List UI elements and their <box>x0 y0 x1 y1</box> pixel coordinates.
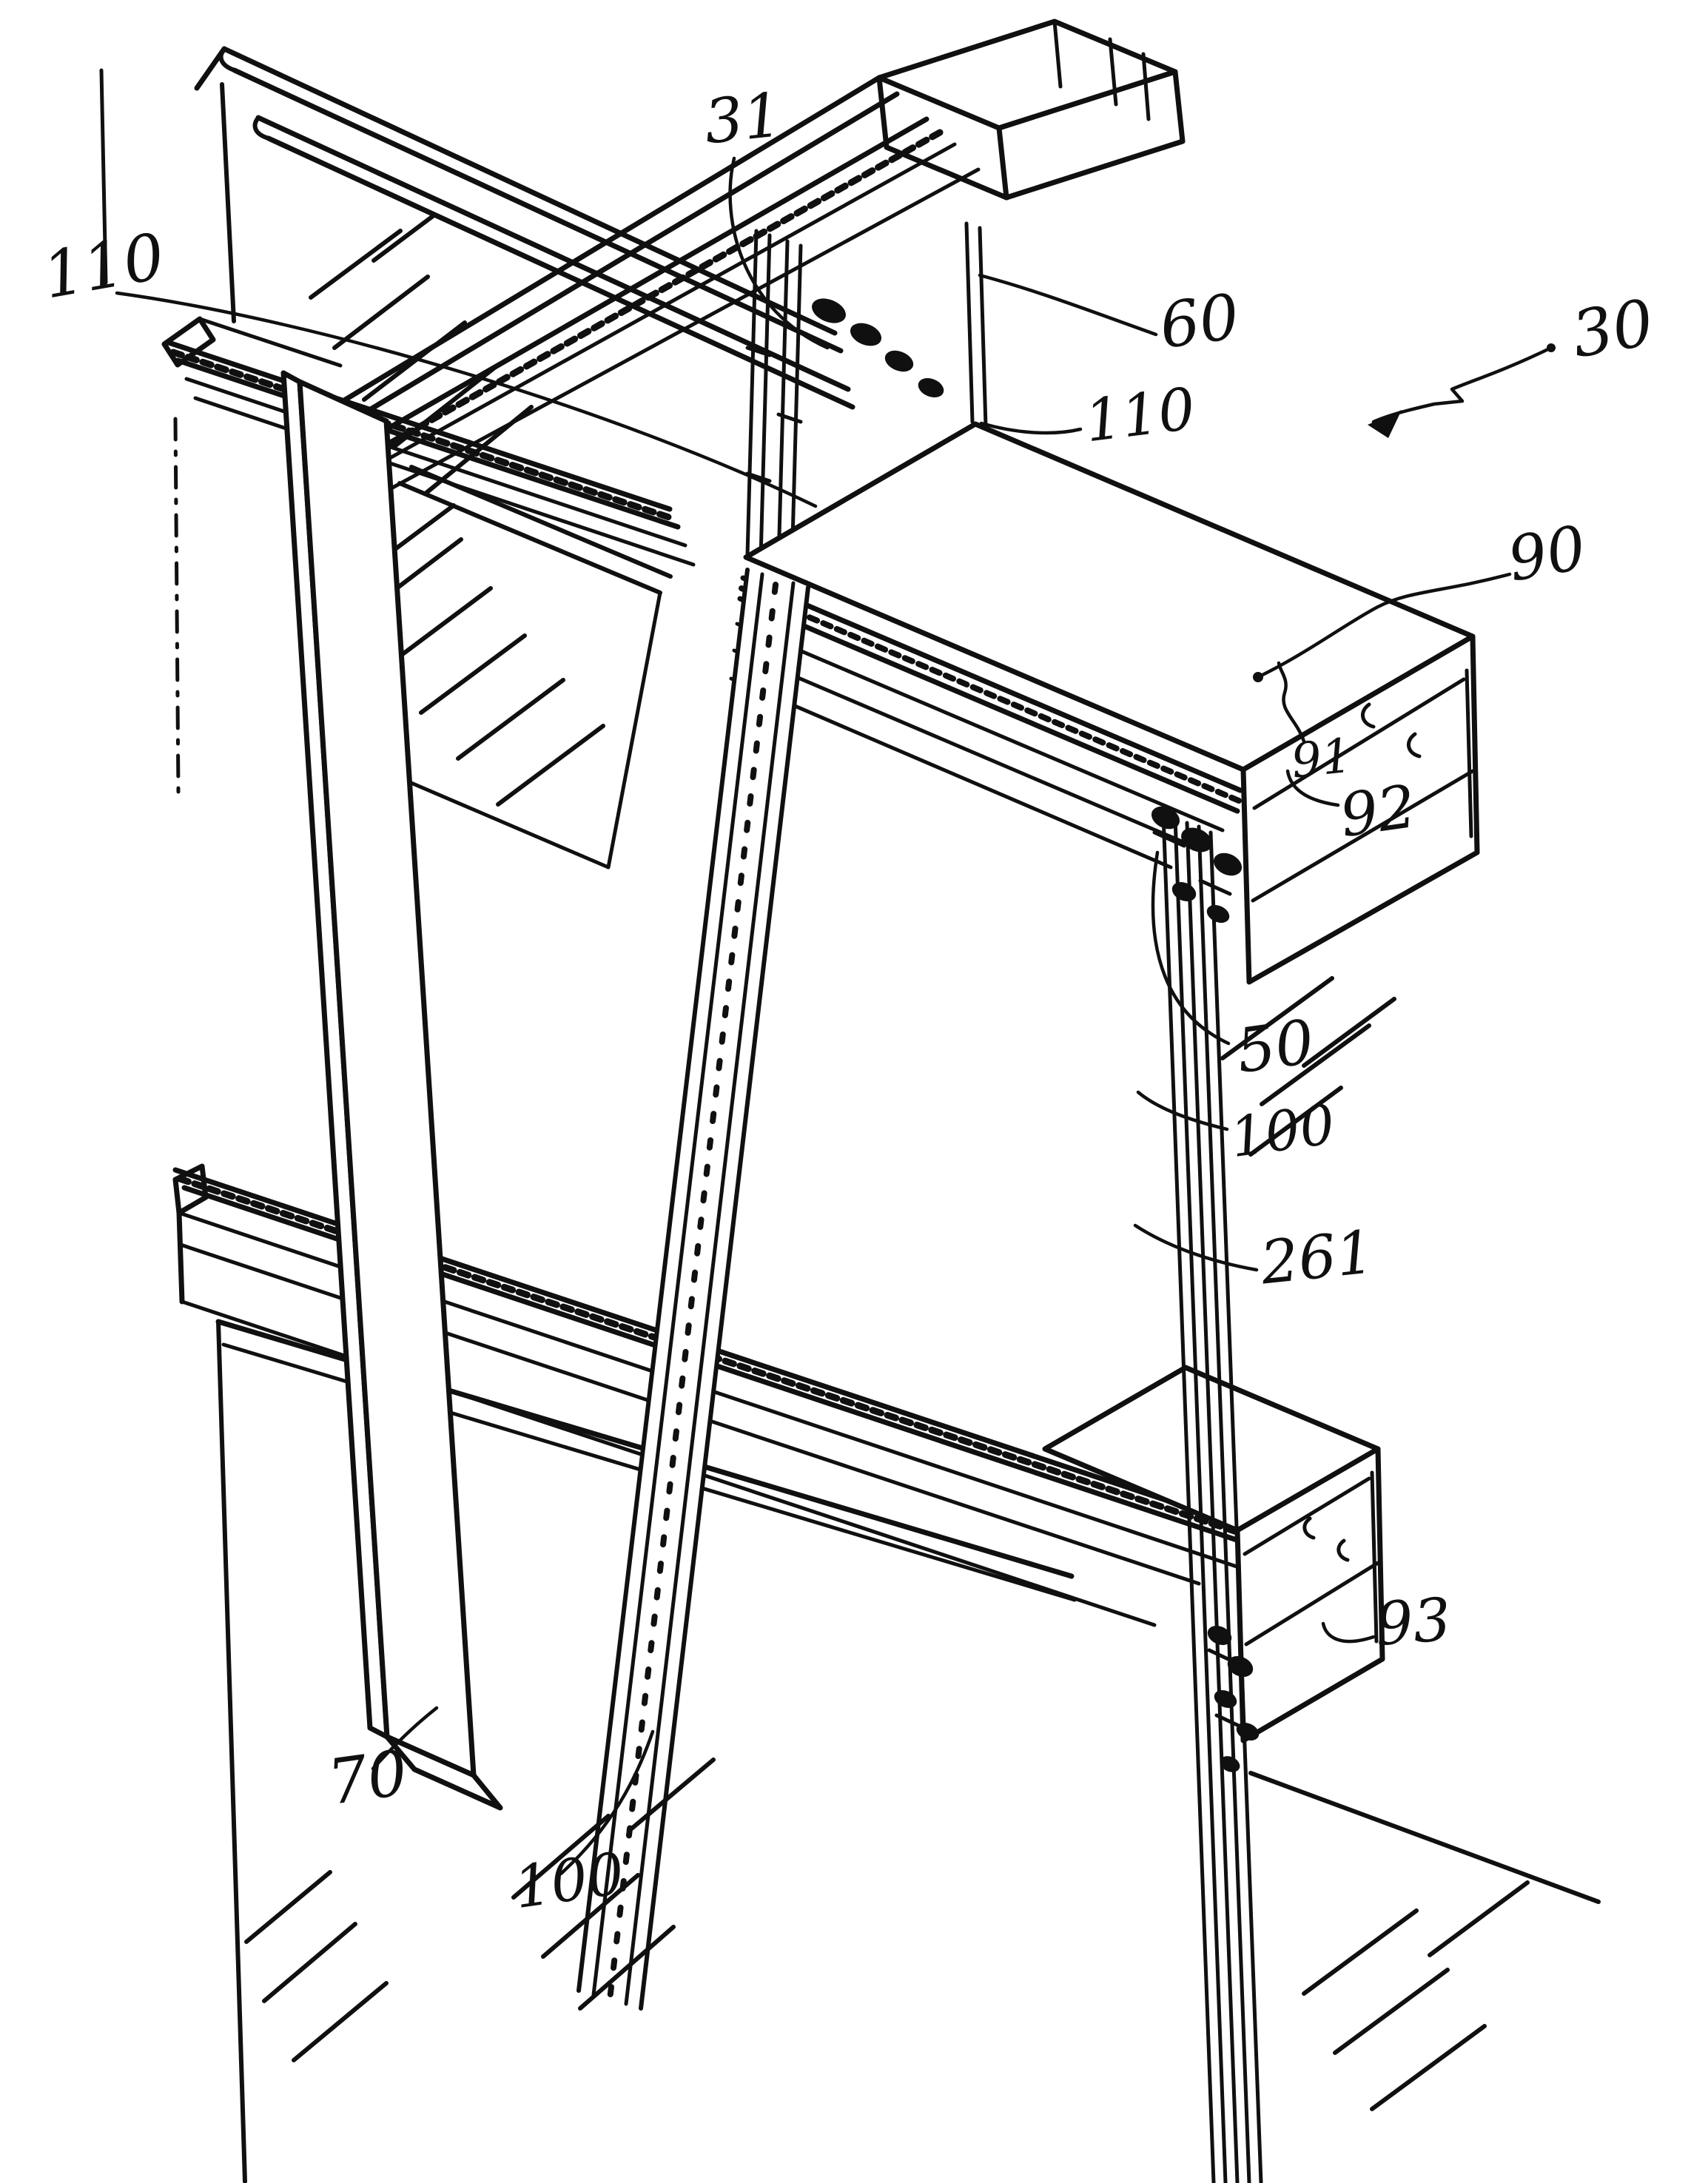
mullion-front-face <box>297 379 477 1778</box>
transom-open-end-face <box>1240 633 1480 985</box>
leader-lines <box>115 156 1556 1876</box>
ref-numeral-91: 91 <box>1288 728 1355 790</box>
head-assembly <box>341 18 1186 569</box>
leader-50 <box>1151 850 1231 1046</box>
leader-261 <box>1133 1223 1259 1272</box>
leader-93 <box>1321 1621 1376 1644</box>
ref-numeral-92: 92 <box>1336 771 1420 851</box>
ref-numeral-100-lower: 100 <box>510 1840 629 1923</box>
glass-hatching-261 <box>1220 976 1396 1157</box>
mullion-bottom-face <box>384 1734 503 1811</box>
ref-numeral-110-right: 110 <box>1081 375 1200 456</box>
seal-cluster-upper <box>1151 806 1243 924</box>
vertical-joint-strips-front <box>1161 812 1263 2183</box>
transom-seal-layers <box>729 575 1243 870</box>
leader-110-left <box>115 291 818 508</box>
ref-numeral-90: 90 <box>1502 512 1592 596</box>
vertical-mullion <box>280 370 503 1811</box>
lower-transom-box <box>1042 1365 1601 1904</box>
ref-numeral-70: 70 <box>323 1736 412 1820</box>
head-gasket-seals <box>812 298 944 398</box>
ref-numeral-100-upper: 100 <box>1226 1092 1339 1171</box>
ref-numeral-110-left: 110 <box>37 219 170 314</box>
leader-110-right <box>979 421 1083 435</box>
leader-100-upper <box>1136 1090 1229 1131</box>
inner-glass-pane-hatched <box>349 465 673 870</box>
upper-left-rail <box>161 316 696 795</box>
leader-31 <box>728 156 830 350</box>
ref-numeral-261: 261 <box>1257 1217 1377 1298</box>
leader-70 <box>371 1706 439 1771</box>
glass-hatching-bottom-right <box>1302 1880 1530 2111</box>
ref-numeral-31: 31 <box>701 80 785 158</box>
ref-numeral-50: 50 <box>1232 1006 1319 1088</box>
ref-numeral-93: 93 <box>1373 1584 1453 1659</box>
leader-92 <box>1285 769 1340 807</box>
leader-90 <box>1260 572 1512 677</box>
seal-cluster-lower <box>1207 1625 1260 1772</box>
lower-right-glass-edge <box>1248 1771 1601 1904</box>
glazing-strips-front-joint <box>745 229 803 569</box>
arrowhead-30 <box>1368 410 1402 438</box>
upper-transom-box <box>729 421 1480 985</box>
glazing-strips-back-joint <box>964 221 988 428</box>
leader-91 <box>1277 661 1306 744</box>
vertical-glazing-strip-back <box>576 568 810 2011</box>
ref-numeral-30: 30 <box>1566 286 1659 373</box>
ref-numeral-60: 60 <box>1155 280 1244 363</box>
leader-100-lower <box>559 1729 655 1876</box>
glass-hatching-bottom-left <box>244 1758 716 2062</box>
leader-60 <box>978 273 1158 337</box>
